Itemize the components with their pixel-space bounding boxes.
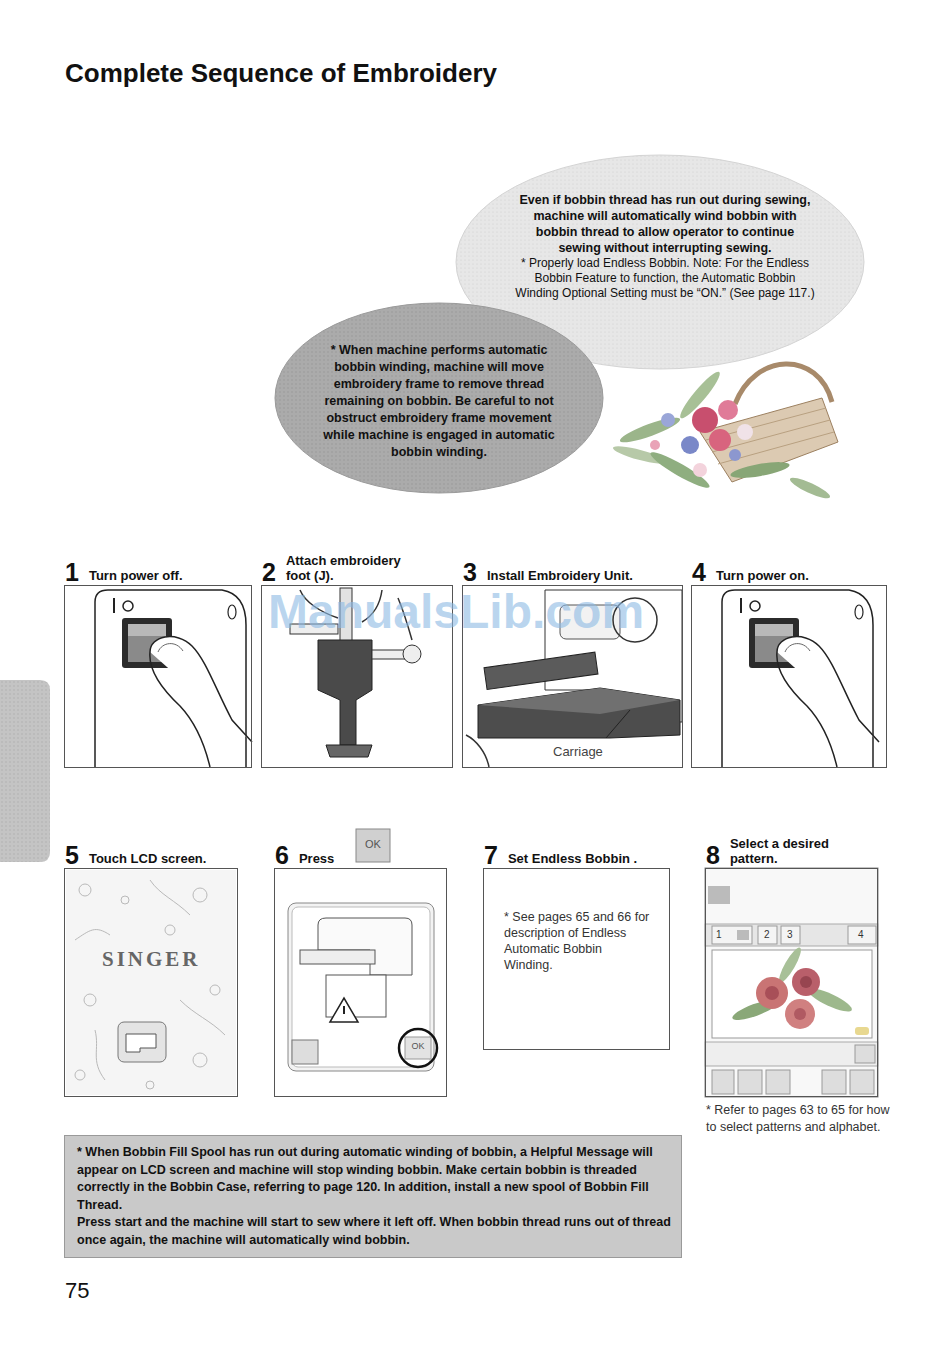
step-title: Attach embroidery foot (J). [286, 553, 421, 583]
step-number: 2 [262, 561, 276, 583]
title-holder: Complete Sequence of Embroidery [65, 58, 497, 89]
lcd-pattern-screen [705, 868, 878, 1097]
step-number: 7 [484, 844, 498, 866]
part-name: Carriage [553, 744, 603, 760]
lcd-start-screen [66, 870, 236, 1095]
step-title: Touch LCD screen. [89, 851, 207, 866]
step-heading: 4 Turn power on. [692, 561, 809, 583]
step-title: Install Embroidery Unit. [487, 568, 633, 583]
step-frame: 7Set Endless Bobbin .* See pages 65 and … [483, 868, 670, 1050]
step-heading: 1 Turn power off. [65, 561, 183, 583]
label-holder: Carriage [553, 744, 603, 760]
step-heading: 7 Set Endless Bobbin . [484, 844, 637, 866]
step-title: Turn power on. [716, 568, 809, 583]
note-box: * When Bobbin Fill Spool has run out dur… [64, 1135, 682, 1258]
bubble-shape [275, 303, 603, 493]
label-holder: 1 [716, 927, 722, 943]
step-number: 1 [65, 561, 79, 583]
tab-number: 2 [764, 927, 770, 943]
button-label: OK [356, 838, 390, 851]
label-holder: OK [356, 838, 390, 851]
reference-note: * Refer to pages 63 to 65 for how to sel… [706, 1102, 892, 1136]
ok-button-icon [356, 829, 390, 862]
step-number: 4 [692, 561, 706, 583]
section-tab [0, 680, 50, 862]
step-heading: 2 Attach embroidery foot (J). [262, 553, 421, 583]
step-title: Select a desired pattern. [730, 836, 845, 866]
label-holder: 4 [858, 927, 864, 943]
label-holder: 75 [65, 1278, 89, 1304]
step-number: 8 [706, 844, 720, 866]
tab-number: 1 [716, 927, 722, 943]
step-title: Set Endless Bobbin . [508, 851, 637, 866]
step-frame: 4Turn power on. [691, 585, 887, 768]
step-frame: 6Press [274, 868, 447, 1097]
bubble-heading: * When machine performs automatic bobbin… [314, 342, 564, 461]
power-switch-art [95, 590, 252, 767]
bubble-text-area: Even if bobbin thread has run out during… [515, 192, 815, 301]
step-body: * See pages 65 and 66 for description of… [484, 869, 669, 985]
step-title: Press [299, 851, 334, 866]
step-number: 3 [463, 561, 477, 583]
tab-number: 3 [787, 927, 793, 943]
lcd-ok-screen [288, 903, 437, 1071]
watermark: ManualsLib.com [268, 583, 644, 641]
step-heading: 8 Select a desired pattern. [706, 836, 845, 866]
label-holder: OK [405, 1041, 431, 1052]
label-holder: ManualsLib.com [268, 583, 644, 641]
bubble-note: * Properly load Endless Bobbin. Note: Fo… [515, 256, 815, 301]
label-holder: 3 [787, 927, 793, 943]
page-number: 75 [65, 1278, 89, 1304]
bubble-heading: Even if bobbin thread has run out during… [515, 192, 815, 256]
bubble-text-area: * When machine performs automatic bobbin… [314, 342, 564, 461]
step-frame: 5Touch LCD screen. [64, 868, 238, 1097]
warning-bubble: * When machine performs automatic bobbin… [274, 302, 604, 494]
button-label: OK [405, 1041, 431, 1052]
step-heading: 3 Install Embroidery Unit. [463, 561, 633, 583]
step-note: * See pages 65 and 66 for description of… [504, 909, 653, 973]
step-frame: 8Select a desired pattern. [705, 868, 878, 1097]
page-title: Complete Sequence of Embroidery [65, 58, 497, 89]
note-text: Press start and the machine will start t… [77, 1214, 671, 1249]
step-heading: 6 Press [275, 844, 334, 866]
brand-logo: SINGER [102, 947, 201, 972]
step-heading: 5 Touch LCD screen. [65, 844, 206, 866]
tab-number: 4 [858, 927, 864, 943]
step-frame: 1Turn power off. [64, 585, 252, 768]
label-holder: 2 [764, 927, 770, 943]
label-holder: * Refer to pages 63 to 65 for how to sel… [706, 1102, 892, 1136]
step-title: Turn power off. [89, 568, 183, 583]
note-text: * When Bobbin Fill Spool has run out dur… [77, 1144, 671, 1214]
flower-basket [612, 364, 838, 502]
step-number: 6 [275, 844, 289, 866]
label-holder: SINGER [102, 947, 201, 972]
step-number: 5 [65, 844, 79, 866]
